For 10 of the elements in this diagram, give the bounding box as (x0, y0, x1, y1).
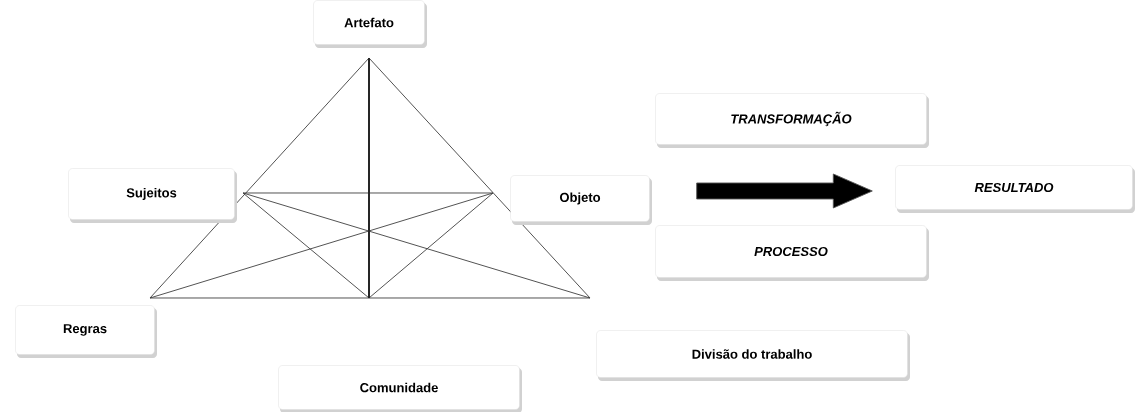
label-box: Artefato (313, 0, 427, 48)
label-box: Comunidade (278, 365, 522, 412)
label-box: PROCESSO (655, 225, 929, 281)
label-box: RESULTADO (895, 165, 1135, 213)
label-box: Divisão do trabalho (596, 330, 910, 381)
label-box: Sujeitos (68, 168, 237, 223)
label-box: Regras (15, 305, 157, 358)
block-arrow (696, 173, 873, 209)
label-box: Objeto (510, 175, 652, 225)
label-box: TRANSFORMAÇÃO (655, 93, 929, 148)
